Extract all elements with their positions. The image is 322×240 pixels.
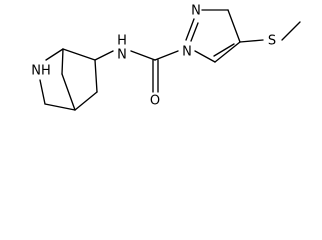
bond-c4-c5-inner (213, 43, 235, 57)
bond-c1-bridge (61, 48, 64, 75)
bond-c4-c5 (214, 41, 241, 63)
bond-carbonyl-n-pyrazole (154, 50, 179, 61)
bond-nh-amide-carbonyl (130, 50, 156, 61)
pyrazole-n2-label: N (191, 4, 201, 19)
bond-sulfur-methyl (281, 21, 301, 41)
bond-c5-nh (39, 79, 46, 105)
atom-labels: NH H N N N O S (29, 4, 276, 109)
azabicycle-bonds (39, 48, 98, 111)
bond-c2-c3 (94, 59, 98, 93)
nh-ring-label-bg (29, 63, 53, 79)
bond-bridge-c4 (61, 73, 76, 111)
methylthio-bonds (239, 21, 301, 43)
bond-c2-nh-amide (94, 50, 114, 61)
bond-n1-n2 (185, 18, 195, 41)
bond-c3-c4 (227, 9, 241, 43)
amide-bonds (94, 50, 179, 93)
amide-n-label: N (117, 48, 127, 63)
oxygen-label: O (150, 94, 160, 109)
amide-h-label: H (117, 34, 127, 49)
bond-c4-sulfur (239, 39, 264, 43)
bond-n1-n2-inner (190, 22, 199, 42)
pyrazole-bonds (185, 9, 241, 63)
ring-nh-label: NH (31, 64, 51, 79)
bond-c5-n1 (194, 50, 216, 63)
bond-c4-c5 (44, 103, 76, 111)
sulfur-label: S (268, 34, 276, 49)
bond-c3-c4 (74, 91, 98, 111)
molecule-diagram: NH H N N N O S (29, 3, 301, 111)
bond-nh-c1 (45, 48, 64, 61)
pyrazole-n1-label: N (182, 45, 192, 60)
bond-c1-c2 (62, 48, 96, 61)
molecule-structure: NH H N N N O S (29, 3, 301, 111)
